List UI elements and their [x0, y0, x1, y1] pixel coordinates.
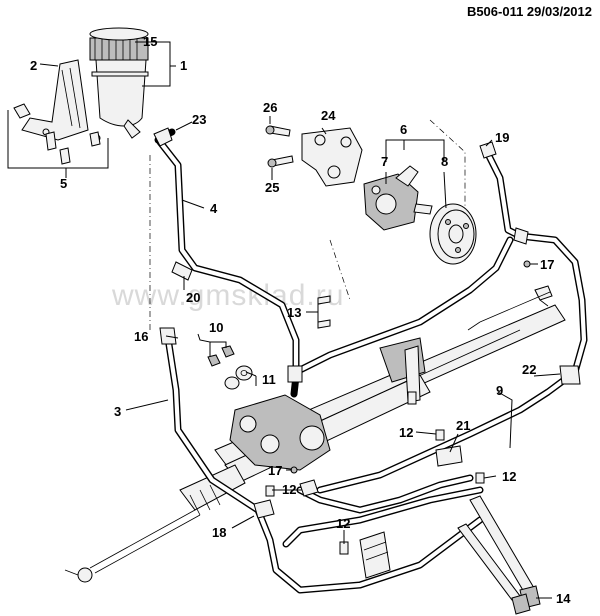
callout-3: 3: [114, 404, 121, 419]
callout-9: 9: [496, 383, 503, 398]
fittings: [153, 127, 581, 579]
callout-25: 25: [265, 180, 279, 195]
callout-21: 21: [456, 418, 470, 433]
watermark: www.gmsklad.ru: [111, 279, 344, 312]
callout-13: 13: [287, 305, 301, 320]
callout-12a: 12: [399, 425, 413, 440]
assembly-guides: [149, 119, 466, 330]
callout-12d: 12: [336, 516, 350, 531]
callout-22: 22: [522, 362, 536, 377]
callout-17a: 17: [540, 257, 554, 272]
callouts: 1 2 3 4 5 6 7 8 9 10 11 12 12 12 12 13 1…: [30, 34, 571, 606]
tie-rod-14: [457, 495, 541, 615]
callout-6: 6: [400, 122, 407, 137]
callout-4: 4: [210, 201, 218, 216]
drawing-code: B506-011 29/03/2012: [467, 4, 592, 19]
callout-17b: 17: [268, 463, 282, 478]
steering-rack: [64, 285, 566, 583]
callout-10: 10: [209, 320, 223, 335]
callout-18: 18: [212, 525, 226, 540]
callout-12b: 12: [502, 469, 516, 484]
callout-1: 1: [180, 58, 187, 73]
callout-23: 23: [192, 112, 206, 127]
callout-26: 26: [263, 100, 277, 115]
callout-19: 19: [495, 130, 509, 145]
bracket-bolts: [13, 103, 101, 165]
reservoir-bracket: [16, 59, 89, 141]
callout-15: 15: [143, 34, 157, 49]
fluid-reservoir: [89, 27, 149, 142]
leader-lines: [7, 41, 561, 599]
callout-2: 2: [30, 58, 37, 73]
callout-24: 24: [321, 108, 336, 123]
pump-pulley: [429, 203, 477, 265]
small-hardware: [207, 260, 531, 555]
power-steering-pump: [363, 165, 433, 231]
hoses: [154, 128, 588, 594]
pump-bracket: [265, 125, 363, 187]
callout-20: 20: [186, 290, 200, 305]
callout-11: 11: [262, 372, 276, 387]
callout-16: 16: [134, 329, 148, 344]
callout-14: 14: [556, 591, 571, 606]
callout-7: 7: [381, 154, 388, 169]
callout-8: 8: [441, 154, 448, 169]
callout-5: 5: [60, 176, 67, 191]
callout-12c: 12: [282, 482, 296, 497]
